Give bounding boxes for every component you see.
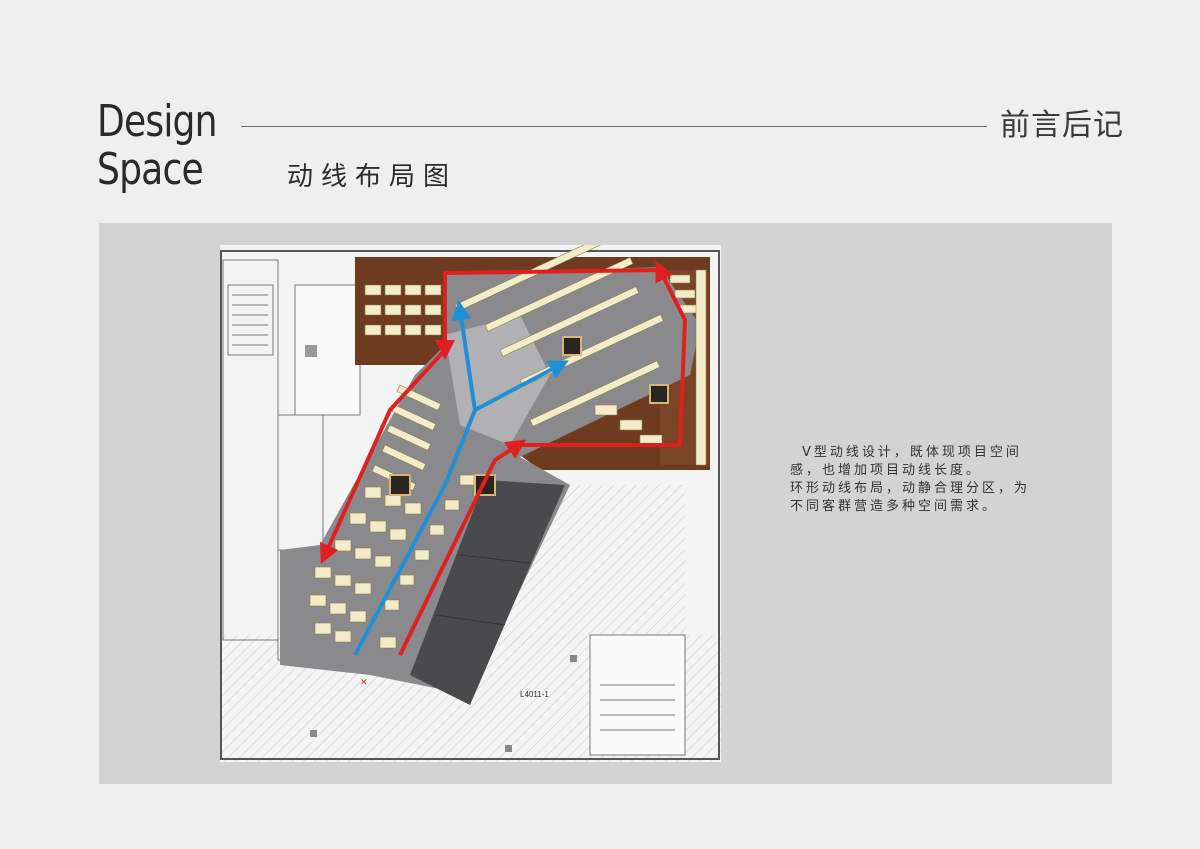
- plan-border: [220, 250, 720, 760]
- note-loop: 环形动线布局，动静合理分区，为不同客群营造多种空间需求。: [790, 481, 1031, 514]
- aisle-highlight: [445, 315, 550, 445]
- gray-marker-1: [570, 655, 577, 662]
- header-divider: [241, 126, 987, 127]
- page-subtitle: 动线布局图: [287, 162, 458, 192]
- design-space-title: Design Space: [97, 98, 217, 194]
- title-line-2: Space: [97, 144, 204, 195]
- brand-logo-text: 前言后记: [1000, 108, 1124, 143]
- tables-group: [309, 245, 701, 649]
- gray-marker-2: [505, 745, 512, 752]
- note-v-shape: V型动线设计，既体现项目空间感，也增加项目动线长度。: [790, 445, 1022, 478]
- dark-slab: [410, 480, 565, 705]
- column-block: [305, 345, 317, 357]
- design-notes: V型动线设计，既体现项目空间感，也增加项目动线长度。 环形动线布局，动静合理分区…: [790, 444, 1040, 516]
- slab-edge-1: [459, 554, 531, 564]
- red-flow-route: [319, 261, 687, 656]
- title-line-1: Design: [97, 96, 217, 147]
- slab-edge-2: [434, 614, 506, 626]
- window-strip: [695, 269, 707, 466]
- floor-plan-diagram: L4011-1 ✕: [220, 245, 721, 762]
- gray-marker-3: [310, 730, 317, 737]
- left-structure: [222, 259, 361, 661]
- entrance-mark: ✕: [360, 677, 368, 687]
- unit-label: L4011-1: [520, 690, 549, 699]
- stair-block: [589, 634, 686, 756]
- blue-flow-route: [353, 300, 569, 656]
